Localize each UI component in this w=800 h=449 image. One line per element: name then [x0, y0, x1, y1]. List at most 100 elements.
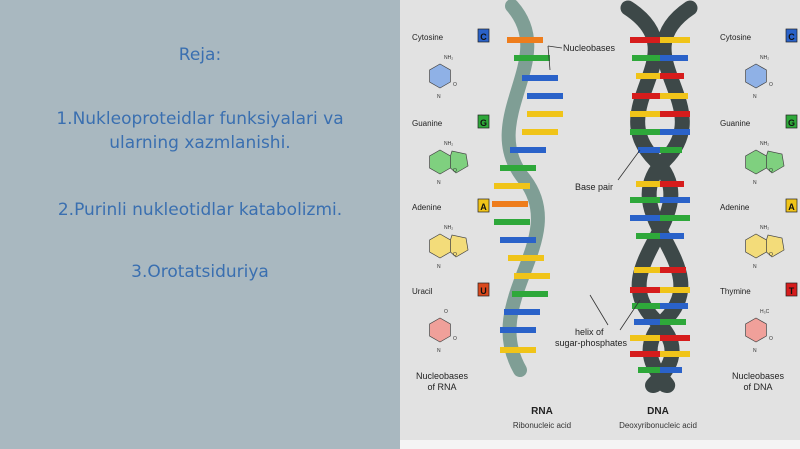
rna-base-bar [522, 129, 558, 135]
dna-base-bar [630, 335, 660, 341]
base-letter: G [480, 118, 487, 128]
atom-label: NH₂ [444, 141, 453, 147]
dna-base-bar [660, 335, 690, 341]
rna-base-bar [504, 309, 540, 315]
dna-base-bar [630, 215, 660, 221]
atom-label: O [453, 252, 457, 258]
base-letter: U [480, 286, 487, 296]
rna-base-bar [514, 55, 550, 61]
agenda-panel: Reja: 1.Nukleoproteidlar funksiyalari va… [56, 45, 344, 282]
atom-label: O [453, 82, 457, 88]
base-ring-icon [429, 63, 451, 89]
base-name-label: Adenine [412, 203, 442, 212]
rna-base-bar [500, 165, 536, 171]
dna-base-bar [636, 233, 660, 239]
rna-base-bar [500, 327, 536, 333]
base-ring-icon [766, 234, 785, 258]
base-letter: T [789, 286, 795, 296]
helix-pointer-1 [589, 294, 609, 326]
base-letter: C [788, 32, 795, 42]
atom-label: N [753, 94, 757, 100]
base-ring-icon [766, 150, 785, 174]
atom-label: N [437, 264, 441, 270]
atom-label: N [753, 180, 757, 186]
base-name-label: Adenine [720, 203, 750, 212]
dna-base-bar [630, 129, 660, 135]
base-ring-icon [745, 149, 767, 175]
dna-base-bar [660, 147, 682, 153]
dna-rna-figure: Nucleobases Base pair helix of sugar-pho… [400, 0, 800, 440]
dna-base-bar [638, 147, 660, 153]
dna-base-bar [660, 303, 688, 309]
base-ring-icon [450, 234, 469, 258]
atom-label: N [437, 348, 441, 354]
atom-label: H₃C [760, 309, 770, 315]
helix-label-1: helix of [575, 327, 604, 337]
base-letter: C [480, 32, 487, 42]
rna-base-bar [494, 219, 530, 225]
rna-base-bar [507, 37, 543, 43]
base-pair-pointer [617, 149, 641, 181]
base-letter-badge [785, 114, 798, 129]
base-ring-icon [429, 233, 451, 259]
base-name-label: Cytosine [412, 33, 444, 42]
base-letter-badge [477, 198, 490, 213]
rna-nucleobases-caption-2: of RNA [427, 382, 456, 392]
rna-base-bar [494, 183, 530, 189]
dna-base-bar [660, 215, 690, 221]
dna-base-bar [630, 197, 660, 203]
dna-base-bar [660, 111, 690, 117]
rna-base-bar [527, 111, 563, 117]
dna-base-bar [630, 351, 660, 357]
nucleobases-pointer [547, 45, 563, 49]
rna-base-bar [500, 237, 536, 243]
dna-nucleobases-caption-1: Nucleobases [732, 371, 785, 381]
base-name-label: Guanine [720, 119, 751, 128]
rna-base-bar [522, 75, 558, 81]
atom-label: O [769, 252, 773, 258]
dna-base-bar [660, 129, 690, 135]
base-letter: A [480, 202, 487, 212]
dna-base-bar [660, 197, 690, 203]
helix-label-2: sugar-phosphates [555, 338, 628, 348]
base-letter-badge [477, 282, 490, 297]
dna-base-bar [630, 111, 660, 117]
rna-nucleobases-caption-1: Nucleobases [416, 371, 469, 381]
dna-base-pairs [630, 37, 690, 373]
atom-label: N [753, 264, 757, 270]
dna-rna-diagram: Nucleobases Base pair helix of sugar-pho… [412, 0, 798, 430]
atom-label: O [769, 336, 773, 342]
base-letter: A [788, 202, 795, 212]
dna-base-bar [660, 351, 690, 357]
base-letter-badge [477, 28, 490, 43]
atom-label: NH₂ [444, 225, 453, 231]
dna-base-bar [660, 233, 684, 239]
dna-base-bar [660, 267, 686, 273]
agenda-item-1-line-1: 1.Nukleoproteidlar funksiyalari va [56, 109, 344, 129]
base-name-label: Guanine [412, 119, 443, 128]
base-ring-icon [745, 317, 767, 343]
rna-base-bar [492, 201, 528, 207]
dna-base-bar [630, 37, 660, 43]
agenda-item-1-line-2: ularning xazmlanishi. [109, 133, 291, 153]
base-letter-badge [477, 114, 490, 129]
base-letter-badge [785, 198, 798, 213]
dna-base-bar [636, 73, 660, 79]
dna-base-bar [632, 55, 660, 61]
base-ring-icon [450, 150, 469, 174]
dna-base-bar [632, 303, 660, 309]
dna-base-bar [660, 73, 684, 79]
rna-bases [492, 37, 563, 353]
dna-subtitle: Deoxyribonucleic acid [619, 421, 697, 430]
rna-base-bar [510, 147, 546, 153]
dna-base-bar [660, 367, 682, 373]
dna-base-bar [630, 287, 660, 293]
rna-base-bar [512, 291, 548, 297]
atom-label: O [453, 168, 457, 174]
rna-subtitle: Ribonucleic acid [513, 421, 571, 430]
base-letter: G [788, 118, 795, 128]
base-letter-badge [785, 282, 798, 297]
atom-label: O [769, 168, 773, 174]
